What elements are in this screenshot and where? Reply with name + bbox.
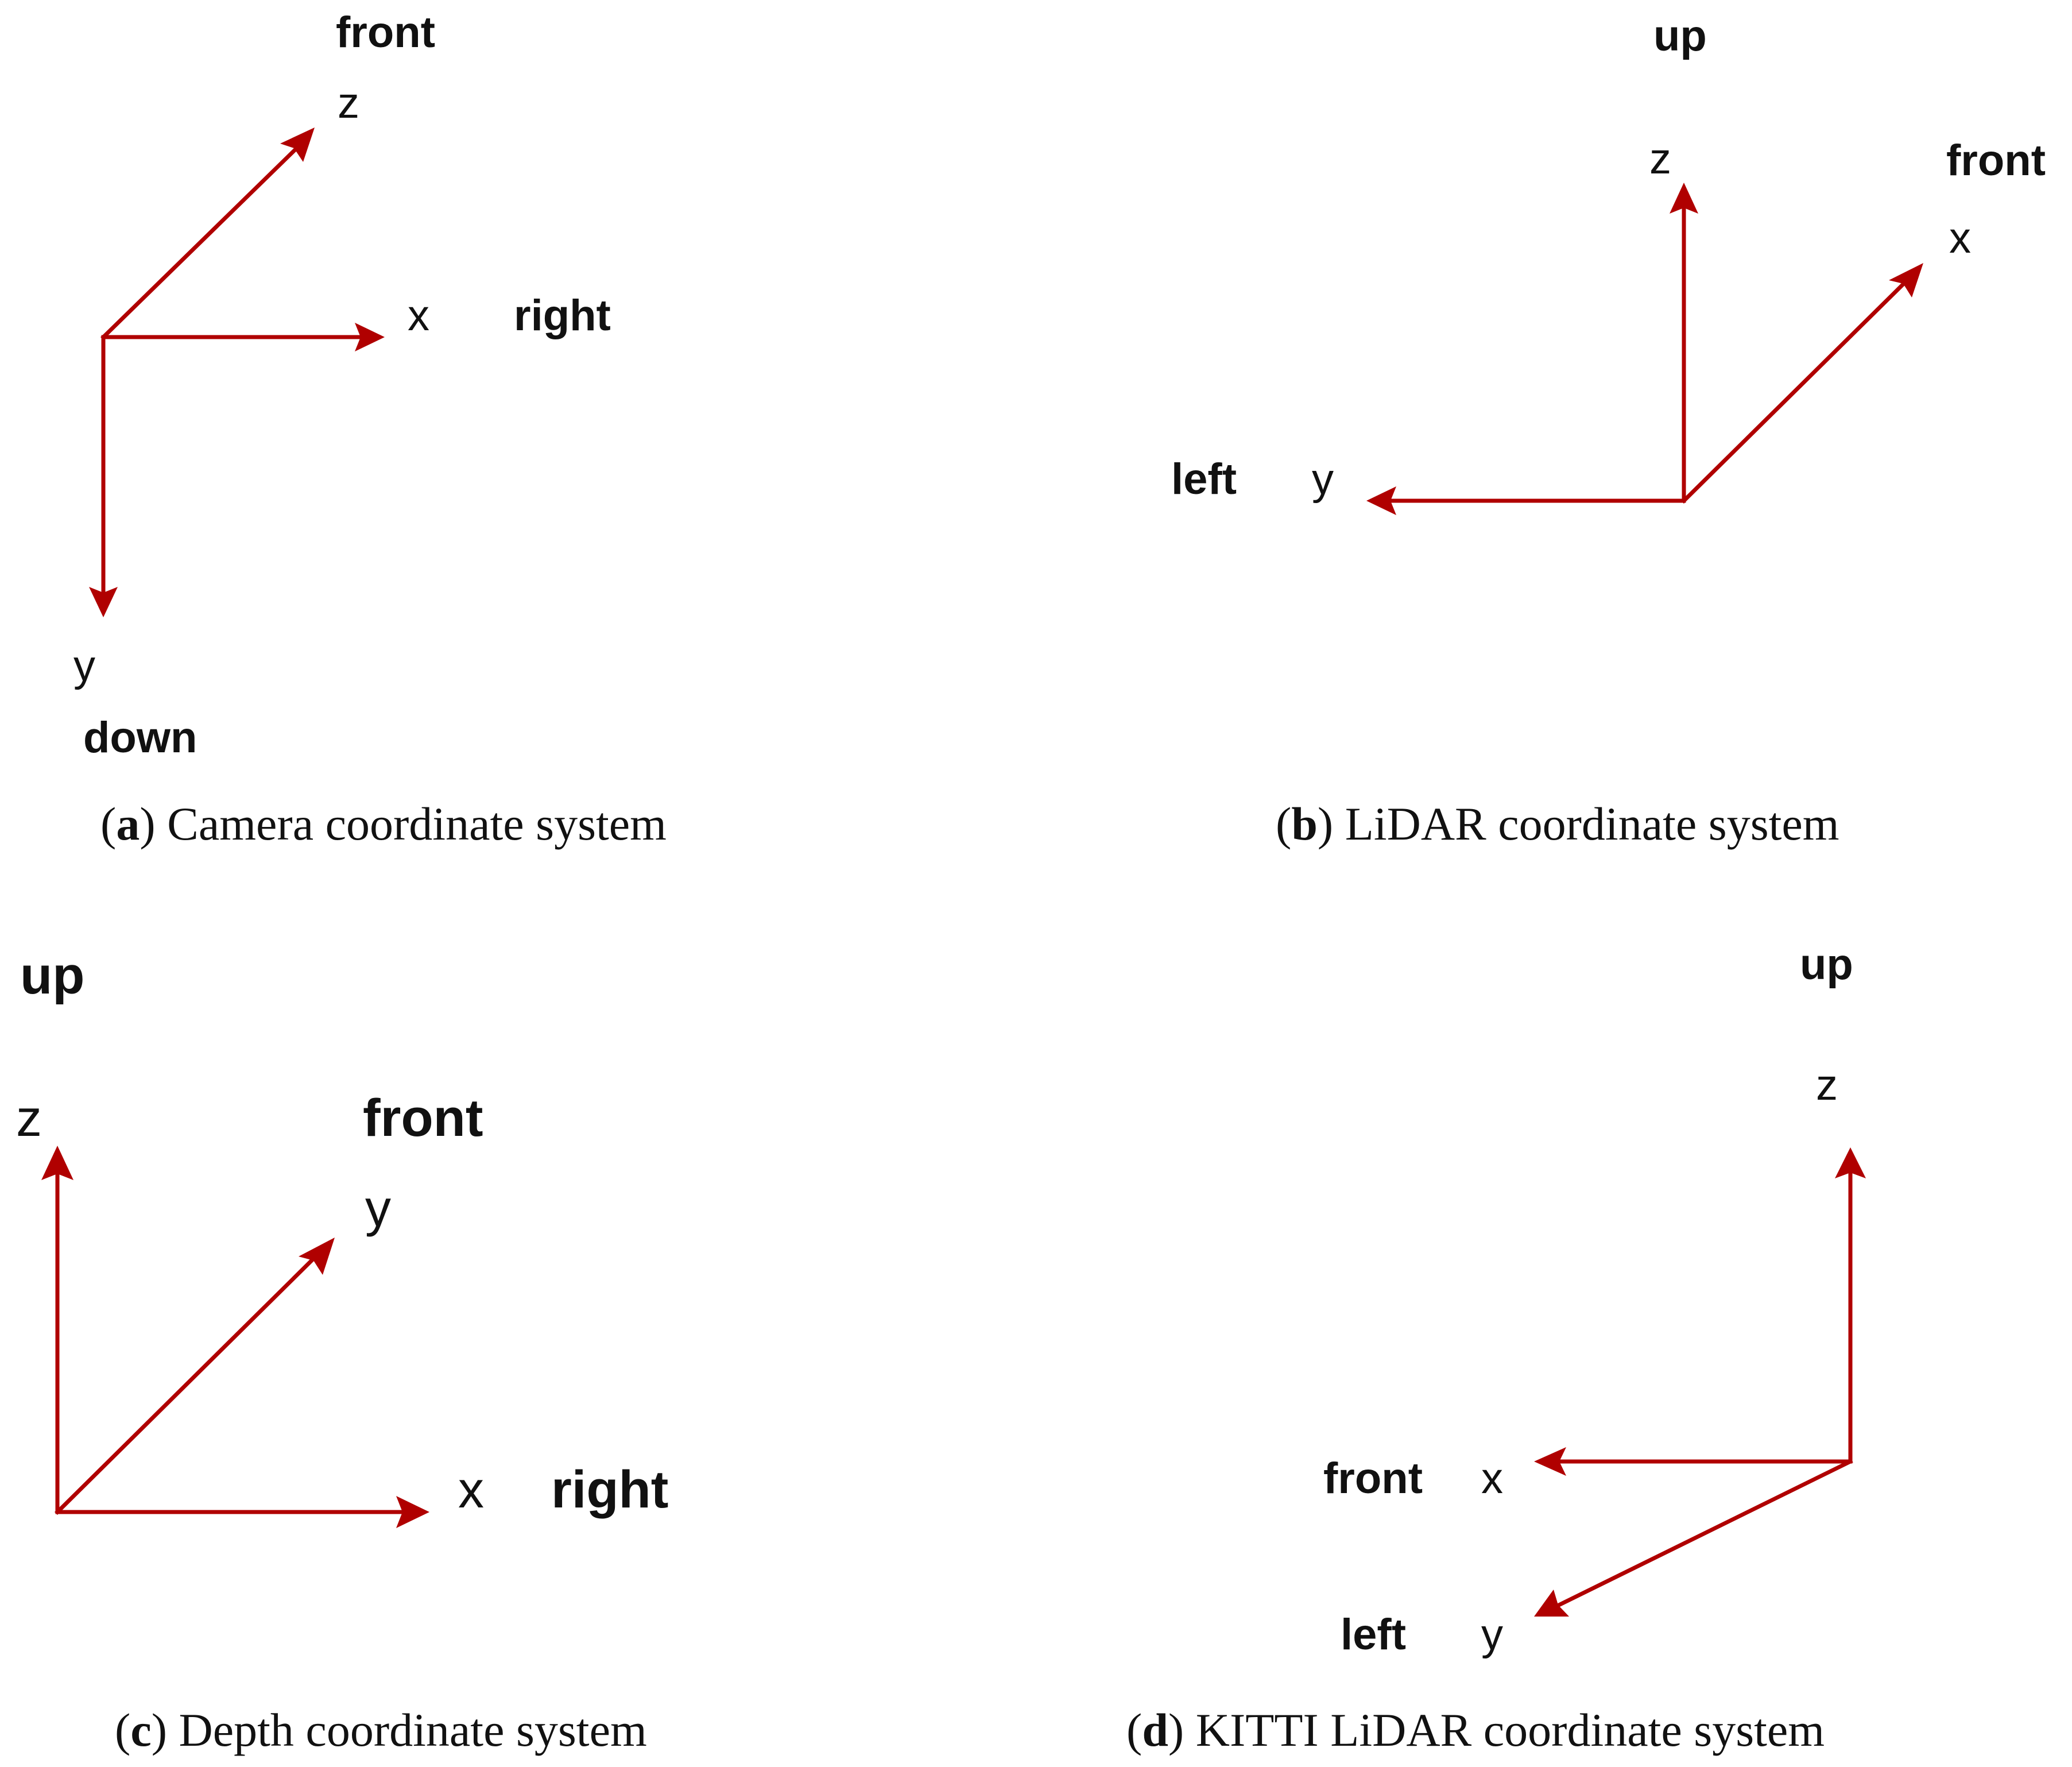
axis-label-y: y: [1312, 455, 1334, 504]
axis-label-z: z: [16, 1090, 42, 1147]
direction-label-right: right: [551, 1460, 668, 1519]
x-arrowhead-icon: [1889, 263, 1923, 297]
y-arrowhead-icon: [89, 587, 118, 617]
caption-text: KITTI LiDAR coordinate system: [1196, 1704, 1825, 1756]
caption-text: Depth coordinate system: [179, 1704, 647, 1756]
axis-label-x: x: [408, 291, 429, 340]
y-axis-arrow: [1550, 1459, 1853, 1611]
axis-label-y: y: [365, 1180, 391, 1238]
z-axis-arrow: [100, 141, 304, 340]
caption-letter: b: [1291, 798, 1318, 850]
direction-label-front: front: [1323, 1454, 1423, 1503]
x-arrowhead-icon: [396, 1496, 429, 1528]
y-arrowhead-icon: [299, 1238, 335, 1275]
axis-label-z: z: [1816, 1061, 1838, 1109]
z-arrowhead-icon: [1835, 1147, 1866, 1178]
caption-text: LiDAR coordinate system: [1345, 798, 1839, 850]
direction-label-left: left: [1171, 455, 1237, 504]
x-arrowhead-icon: [1534, 1447, 1566, 1476]
caption-letter: c: [130, 1704, 151, 1756]
axis-label-z: z: [338, 79, 359, 127]
direction-label-left: left: [1341, 1610, 1406, 1659]
z-arrowhead-icon: [280, 127, 315, 162]
y-arrowhead-icon: [1534, 1590, 1569, 1617]
direction-label-down: down: [83, 713, 197, 762]
direction-label-right: right: [514, 291, 611, 340]
caption-text: Camera coordinate system: [167, 798, 667, 850]
z-arrowhead-icon: [1670, 183, 1698, 214]
panel-camera: front z x right y down (a) Camera coordi…: [73, 8, 667, 850]
panel-kitti-lidar: up z front x left y (d) KITTI LiDAR coor…: [1126, 940, 1866, 1756]
direction-label-up: up: [1800, 940, 1853, 989]
panel-lidar: up z front x left y (b) LiDAR coordinate…: [1171, 11, 2046, 850]
direction-label-up: up: [20, 946, 84, 1005]
z-arrowhead-icon: [41, 1146, 73, 1180]
direction-label-front: front: [363, 1089, 483, 1147]
caption-depth: (c) Depth coordinate system: [115, 1704, 647, 1756]
axis-label-x: x: [1949, 214, 1971, 262]
direction-label-up: up: [1653, 11, 1707, 60]
x-axis-arrow: [1681, 276, 1912, 504]
axis-label-y: y: [1481, 1610, 1503, 1659]
caption-camera: (a) Camera coordinate system: [100, 798, 667, 850]
panel-depth: up z front y x right (c) Depth coordinat…: [16, 946, 668, 1756]
axis-label-x: x: [458, 1461, 484, 1519]
caption-letter: a: [116, 798, 140, 850]
x-arrowhead-icon: [355, 323, 385, 351]
caption-lidar: (b) LiDAR coordinate system: [1276, 798, 1839, 850]
direction-label-front: front: [336, 8, 435, 57]
y-axis-arrow: [55, 1251, 322, 1515]
y-arrowhead-icon: [1366, 486, 1396, 515]
direction-label-front: front: [1946, 136, 2046, 185]
axis-label-x: x: [1481, 1454, 1503, 1503]
caption-letter: d: [1142, 1704, 1168, 1756]
axis-label-z: z: [1649, 134, 1671, 183]
axis-label-y: y: [73, 641, 95, 690]
caption-kitti-lidar: (d) KITTI LiDAR coordinate system: [1126, 1704, 1825, 1756]
